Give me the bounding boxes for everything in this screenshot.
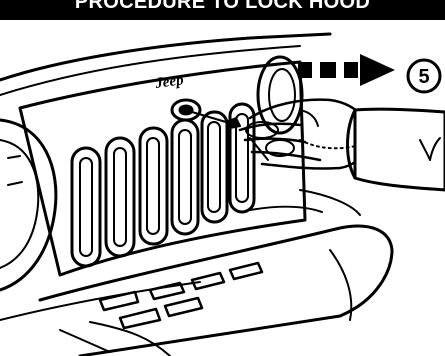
lock-cylinder bbox=[172, 100, 200, 120]
procedure-title: PROCEDURE TO LOCK HOOD bbox=[0, 0, 445, 14]
hood-lock-illustration: Jeep bbox=[0, 20, 445, 356]
lower-edge bbox=[60, 330, 110, 352]
step-number: 5 bbox=[418, 66, 429, 88]
lower-vent-slots bbox=[100, 263, 262, 328]
sleeve bbox=[348, 109, 445, 190]
procedure-header: PROCEDURE TO LOCK HOOD bbox=[0, 0, 445, 20]
step-badge-5: 5 bbox=[408, 60, 440, 92]
grille-slots bbox=[72, 104, 254, 266]
grille-outline bbox=[20, 62, 305, 275]
hood-upper-line bbox=[0, 46, 300, 95]
grille-logo: Jeep bbox=[153, 72, 185, 92]
dashed-arrow-right-icon bbox=[298, 54, 395, 86]
